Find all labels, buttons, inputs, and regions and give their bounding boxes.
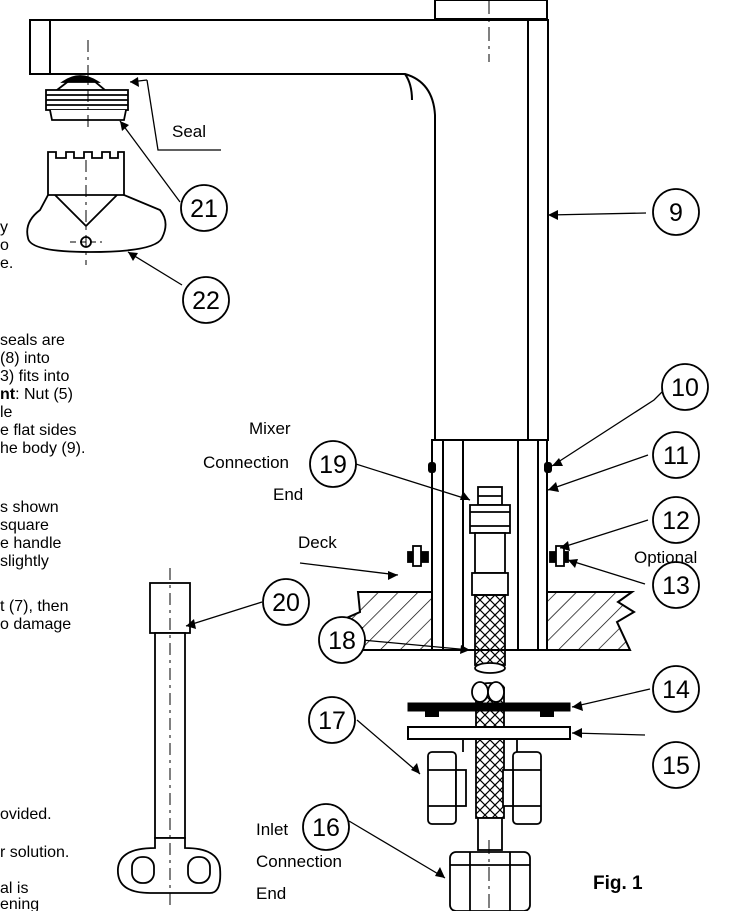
connection-label: Connection — [203, 453, 290, 472]
callout-10-circle — [661, 363, 709, 411]
text-fragment: e handle — [0, 535, 62, 552]
end-label: End — [273, 485, 304, 504]
callout-17-circle — [308, 696, 356, 744]
callout-21-circle — [180, 184, 228, 232]
backnuts — [427, 751, 542, 825]
callout-16-circle — [302, 803, 350, 851]
text-fragment: s shown — [0, 499, 59, 516]
callout-18: 18 — [328, 627, 356, 655]
text-fragment: square — [0, 517, 49, 534]
text-fragment: he body (9). — [0, 440, 86, 457]
aerator-key — [26, 151, 167, 253]
text-fragment: y — [0, 219, 8, 236]
inlet-end-label: End — [256, 884, 287, 903]
gasket — [407, 702, 571, 717]
text-fragment: e flat sides — [0, 422, 77, 439]
callout-9-circle — [652, 188, 700, 236]
text-fragment: t (7), then — [0, 598, 69, 615]
callout-15: 15 — [662, 752, 690, 780]
callout-12-circle — [652, 496, 700, 544]
text-fragment: nt: Nut (5) — [0, 386, 73, 403]
mixer-connector — [469, 486, 511, 596]
text-fragment: slightly — [0, 553, 49, 570]
hex-key-tool — [117, 582, 222, 894]
callout-11: 11 — [663, 442, 689, 470]
callout-14-circle — [652, 665, 700, 713]
mixer-label: Mixer — [249, 419, 291, 438]
callout-20: 20 — [272, 589, 300, 617]
callout-22-circle — [182, 276, 230, 324]
inlet-label: Inlet — [256, 820, 289, 839]
callout-circles — [180, 184, 709, 851]
fixing-washer — [407, 545, 569, 567]
arrowheads — [120, 77, 583, 878]
callout-16: 16 — [312, 814, 340, 842]
inlet-connection-label: Connection — [256, 852, 343, 871]
text-fragment: e. — [0, 255, 14, 272]
text-fragment: al is — [0, 880, 29, 897]
callout-21: 21 — [190, 195, 218, 223]
callout-numbers: 9 10 11 12 13 14 15 16 17 18 19 20 21 22 — [190, 195, 699, 842]
seal-label: Seal — [172, 122, 207, 141]
callout-17: 17 — [318, 707, 346, 735]
text-fragment: ening — [0, 896, 40, 911]
text-fragment: (8) into — [0, 350, 50, 367]
text-fragment: r solution. — [0, 844, 70, 861]
callout-14: 14 — [662, 676, 690, 704]
callout-15-circle — [652, 741, 700, 789]
o-ring — [428, 462, 552, 473]
callout-19: 19 — [319, 451, 347, 479]
text-fragment: ovided. — [0, 806, 52, 823]
backing-plate — [407, 726, 571, 740]
callout-10: 10 — [671, 374, 699, 402]
text-fragment: o damage — [0, 616, 72, 633]
text-fragment: o — [0, 237, 9, 254]
optional-label: Optional — [634, 548, 698, 567]
callout-20-circle — [262, 578, 310, 626]
callout-13-circle — [652, 561, 700, 609]
callout-22: 22 — [192, 287, 220, 315]
callout-13: 13 — [662, 572, 690, 600]
callout-19-circle — [309, 440, 357, 488]
text-fragment: 3) fits into — [0, 368, 70, 385]
text-fragment: seals are — [0, 332, 65, 349]
figure-caption: Fig. 1 — [593, 873, 643, 894]
aerator — [45, 75, 129, 121]
callout-9: 9 — [669, 199, 683, 227]
inlet-fitting — [449, 817, 531, 911]
callout-18-circle — [318, 616, 366, 664]
deck-label: Deck — [298, 533, 337, 552]
callout-11-circle — [652, 431, 700, 479]
text-fragment: le — [0, 404, 13, 421]
callout-12: 12 — [662, 507, 690, 535]
